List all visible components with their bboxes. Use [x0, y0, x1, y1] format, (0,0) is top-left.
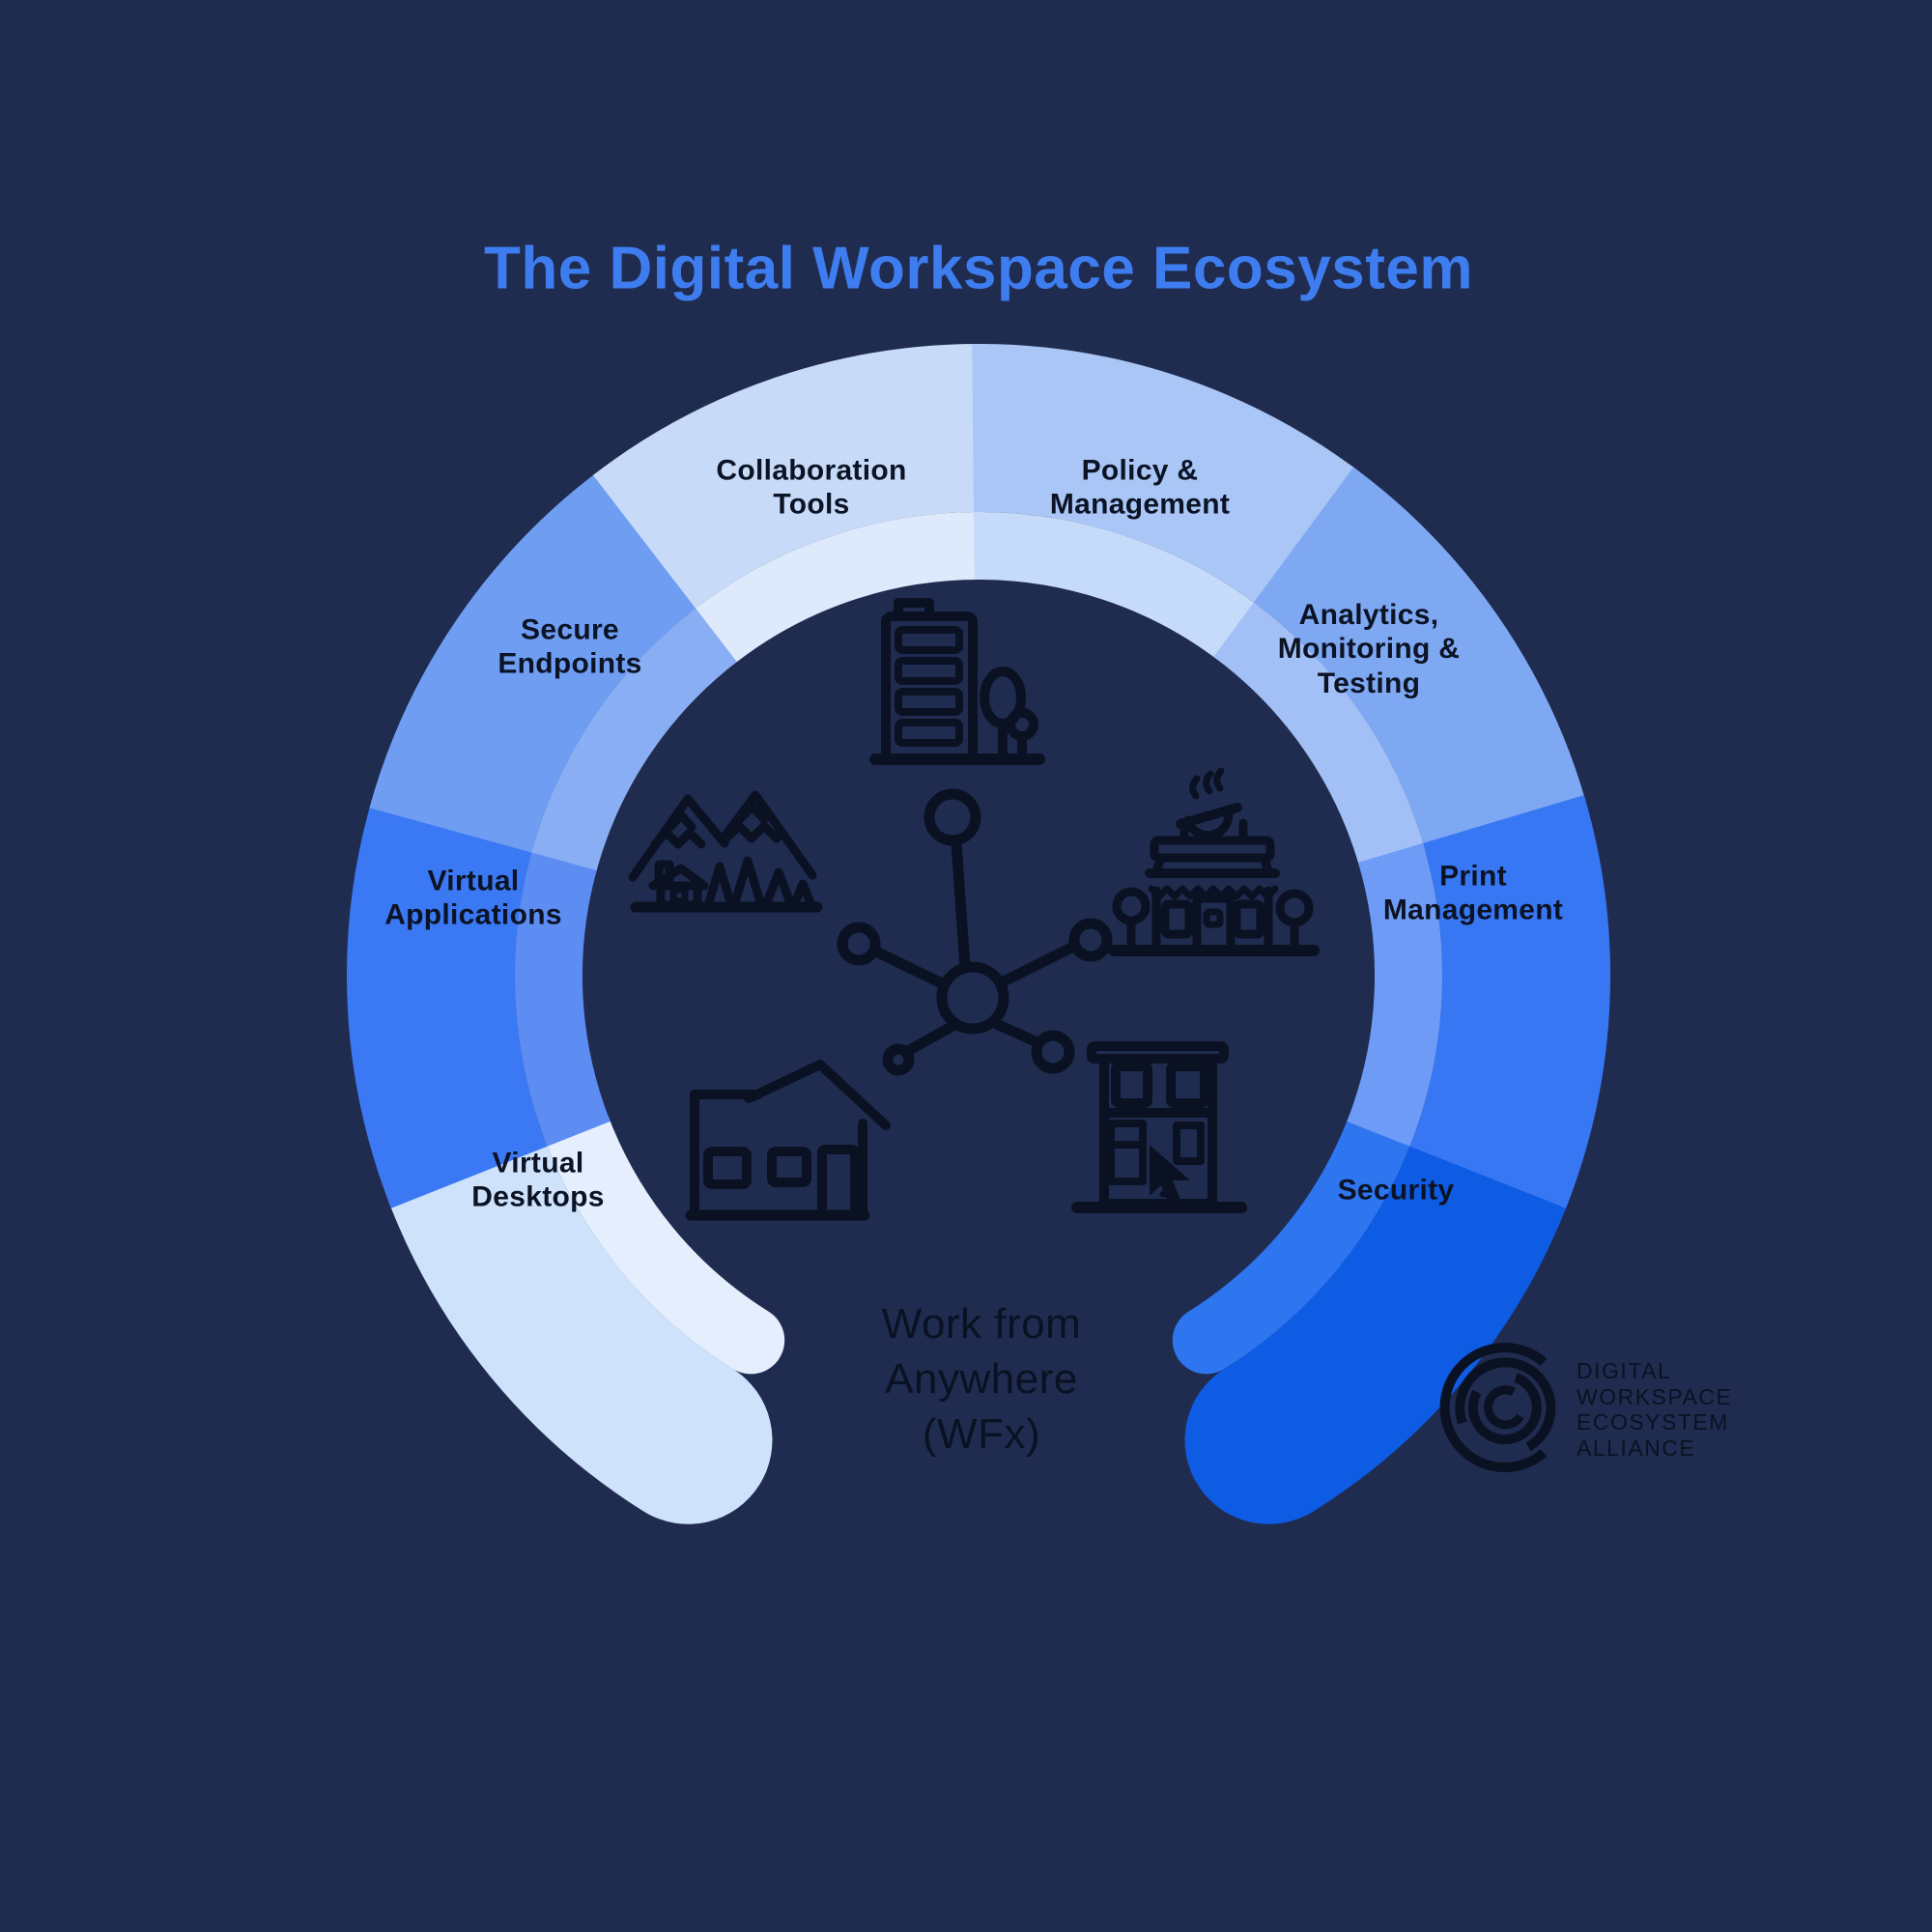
house-icon [685, 1060, 891, 1221]
ring-main-bands [347, 343, 1610, 1524]
center-icons [628, 598, 1320, 1221]
inner-band-virtual-applications [514, 847, 611, 1147]
cafe-shop-icon [1108, 767, 1320, 956]
inner-band-collaboration-tools [696, 512, 980, 663]
cursor-arrow [1150, 1145, 1190, 1205]
alliance-logo-wordmark: DIGITAL WORKSPACE ECOSYSTEM ALLIANCE [1577, 1358, 1733, 1461]
inner-band-virtual-desktops [543, 1095, 785, 1375]
segment-virtual-applications [347, 801, 549, 1208]
segment-policy-management [972, 343, 1359, 607]
label-print-management: Print Management [1382, 860, 1564, 926]
segment-print-management [1408, 795, 1610, 1208]
segment-analytics-monitoring-testing [1252, 467, 1586, 849]
work-from-anywhere-heading: Work from Anywhere (WFx) [881, 1300, 1082, 1459]
page-title: The Digital Workspace Ecosystem [484, 235, 1473, 302]
mountain-cabin-icon [628, 790, 823, 913]
network-hub-icon [837, 788, 1113, 1076]
label-virtual-applications: Virtual Applications [384, 865, 562, 931]
alliance-logo-icon [1439, 1343, 1556, 1472]
city-building-cursor-icon [1071, 1041, 1247, 1213]
label-policy-management: Policy & Management [1049, 454, 1231, 521]
label-analytics-monitoring-testing: Analytics, Monitoring & Testing [1277, 598, 1461, 699]
inner-band-print-management [1347, 842, 1442, 1147]
inner-band-security [1172, 1095, 1414, 1375]
inner-band-secure-endpoints [531, 605, 741, 871]
inner-band-analytics-monitoring-testing [1213, 602, 1425, 867]
ring-inner-bands [514, 511, 1442, 1375]
inner-band-policy-management [973, 511, 1258, 660]
segment-security [1184, 1088, 1575, 1524]
segment-collaboration-tools [592, 344, 980, 610]
label-collaboration-tools: Collaboration Tools [716, 454, 907, 521]
label-secure-endpoints: Secure Endpoints [497, 613, 642, 680]
segment-secure-endpoints [369, 470, 701, 854]
segment-virtual-desktops [383, 1088, 773, 1524]
label-security: Security [1337, 1174, 1455, 1207]
label-virtual-desktops: Virtual Desktops [471, 1147, 605, 1213]
office-building-icon [869, 598, 1045, 765]
